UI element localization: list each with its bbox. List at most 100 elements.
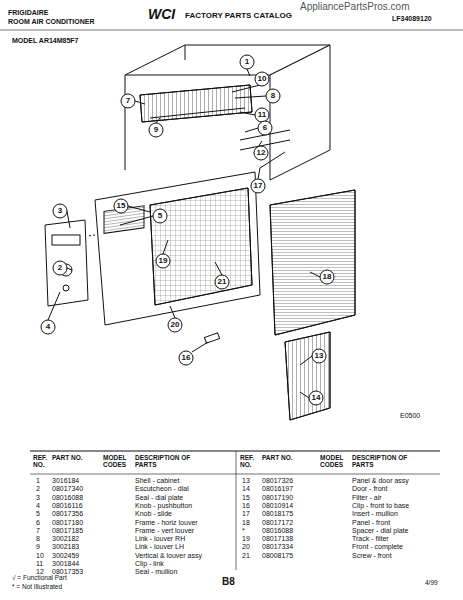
callout-number: 2: [58, 264, 62, 273]
callout-number: 17: [254, 182, 263, 191]
callout-number: 6: [263, 124, 267, 133]
callout-number: 20: [171, 321, 180, 330]
part-description: Frame - horiz louver: [135, 519, 198, 527]
part-number: 08017340: [52, 485, 83, 493]
part-number: 08016197: [262, 485, 293, 493]
callout-number: 5: [158, 212, 162, 221]
part-number: 08010914: [262, 502, 293, 510]
callout-number: 15: [117, 202, 126, 211]
column-header: DESCRIPTION OF PARTS: [352, 454, 422, 468]
part-description: Door - front: [352, 485, 387, 493]
model-number: MODEL AR14M85F7: [12, 37, 79, 45]
callout-number: 13: [315, 352, 324, 361]
part-description: Escutcheon - dial: [135, 485, 189, 493]
ref-number: 19: [242, 535, 250, 543]
part-description: Filter - air: [352, 494, 382, 502]
callout-number: 3: [58, 207, 62, 216]
part-number: 08017334: [262, 543, 293, 551]
part-number: 08018175: [262, 510, 293, 518]
footnote: * = Not Illustrated: [12, 583, 62, 590]
part-description: Seal - mullion: [135, 568, 177, 576]
callout-number: 12: [257, 149, 266, 158]
part-number: 08017172: [262, 519, 293, 527]
callout-number: 9: [154, 126, 158, 135]
date-code: 4/99: [425, 579, 438, 586]
part-description: Link - louver LH: [135, 543, 184, 551]
ref-number: 10: [36, 552, 44, 560]
ref-number: 14: [242, 485, 250, 493]
ref-number: 5: [36, 510, 40, 518]
callout-number: 10: [258, 75, 267, 84]
part-description: Frame - vert louver: [135, 527, 194, 535]
part-number: 08016088: [262, 527, 293, 535]
catalog-number: LF34089120: [392, 15, 432, 23]
part-number: 08017190: [262, 494, 293, 502]
part-number: 3001844: [52, 560, 79, 568]
part-description: Spacer - dial plate: [352, 527, 408, 535]
part-description: Screw - front: [352, 552, 392, 560]
part-number: 08016088: [52, 494, 83, 502]
part-description: Front - complete: [352, 543, 403, 551]
ref-number: 20: [242, 543, 250, 551]
part-number: 08008175: [262, 552, 293, 560]
column-header: PART NO.: [262, 454, 296, 461]
product-type: ROOM AIR CONDITIONER: [8, 18, 94, 26]
ref-number: 11: [36, 560, 43, 568]
part-description: Link - louver RH: [135, 535, 185, 543]
callout-number: 14: [312, 394, 321, 403]
part-number: 08016116: [52, 502, 83, 510]
part-description: Seal - dial plate: [135, 494, 183, 502]
part-description: Panel - front: [352, 519, 390, 527]
callout-number: 18: [323, 273, 332, 282]
part-number: 08017326: [262, 477, 293, 485]
column-header: PART NO.: [52, 454, 86, 461]
ref-number: 3: [36, 494, 40, 502]
ref-number: 4: [36, 502, 40, 510]
part-number: 08017185: [52, 527, 83, 535]
part-description: Clip - front to base: [352, 502, 409, 510]
ref-number: *: [242, 527, 245, 535]
callout-number: 21: [218, 278, 227, 287]
column-header: MODEL CODES: [320, 454, 350, 468]
ref-number: 16: [242, 502, 250, 510]
part-description: Insert - mullion: [352, 510, 398, 518]
column-header: REF. NO.: [240, 454, 260, 468]
part-description: Shell - cabinet: [135, 477, 179, 485]
part-number: 3002182: [52, 535, 79, 543]
column-header: MODEL CODES: [103, 454, 133, 468]
callout-number: 7: [126, 97, 130, 106]
ref-number: 8: [36, 535, 40, 543]
page-number: B8: [222, 576, 235, 587]
ref-number: 15: [242, 494, 250, 502]
catalog-title: FACTORY PARTS CATALOG: [185, 12, 292, 21]
brand-name: FRIGIDAIRE: [8, 9, 48, 17]
part-number: 3016184: [52, 477, 79, 485]
callout-number: 1: [245, 58, 249, 67]
part-description: Panel & door assy: [352, 477, 409, 485]
callout-number: 4: [46, 323, 50, 332]
part-number: 08017356: [52, 510, 83, 518]
part-description: Knob - pushbutton: [135, 502, 192, 510]
ref-number: 1: [36, 477, 40, 485]
figure-code: E0500: [400, 412, 420, 420]
logo-text: WCI: [148, 7, 175, 22]
part-number: 3002459: [52, 552, 79, 560]
callout-number: 16: [182, 354, 191, 363]
callout-number: 19: [159, 257, 168, 266]
watermark: AppliancePartsPros.com: [300, 1, 410, 12]
ref-number: 9: [36, 543, 40, 551]
column-header: REF. NO.: [33, 454, 53, 468]
ref-number: 6: [36, 519, 40, 527]
ref-number: 2: [36, 485, 40, 493]
part-number: 3002183: [52, 543, 79, 551]
part-number: 08017180: [52, 519, 83, 527]
ref-number: 17: [242, 510, 250, 518]
part-description: Knob - slide: [135, 510, 172, 518]
footnote: √ = Functional Part: [12, 574, 67, 581]
callout-number: 11: [258, 111, 266, 120]
part-number: 08017138: [262, 535, 293, 543]
callout-number: 8: [271, 92, 275, 101]
part-description: Vertical & louver assy: [135, 552, 202, 560]
ref-number: 7: [36, 527, 40, 535]
